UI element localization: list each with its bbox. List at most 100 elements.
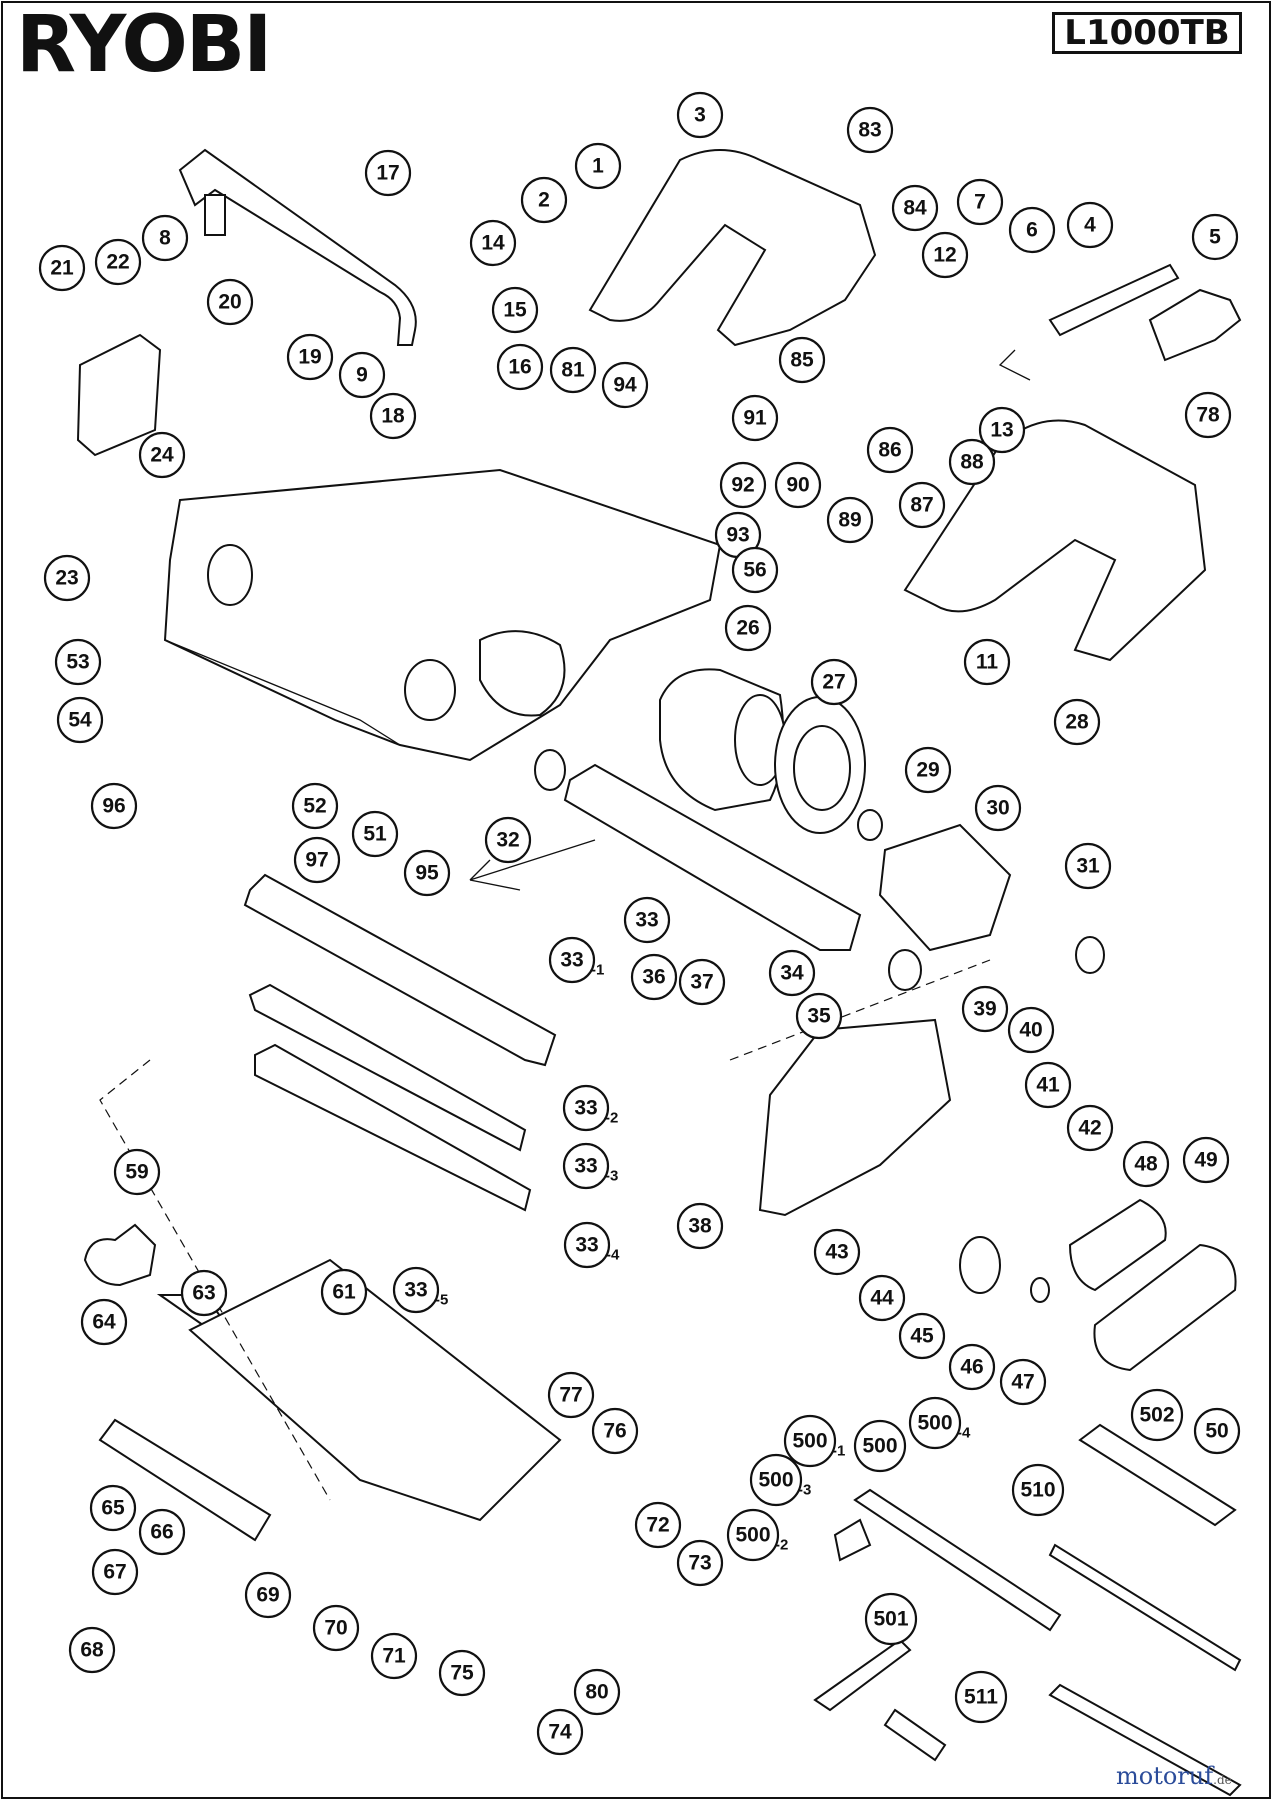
callout-circle bbox=[963, 638, 1011, 686]
callout-33-2: 33-2 bbox=[562, 1084, 618, 1132]
callout-circle bbox=[338, 351, 386, 399]
callout-33: 33 bbox=[623, 896, 671, 944]
callout-20: 20 bbox=[206, 278, 254, 326]
callout-number: 74 bbox=[548, 1721, 572, 1744]
callout-93: 93 bbox=[714, 511, 762, 559]
callout-number: 85 bbox=[790, 349, 814, 372]
callout-circle bbox=[392, 1266, 440, 1314]
callout-number: 500 bbox=[917, 1412, 952, 1435]
callout-15: 15 bbox=[491, 286, 539, 334]
callout-circle bbox=[898, 1312, 946, 1360]
callout-number: 30 bbox=[986, 797, 1009, 820]
callout-33-4: 33-4 bbox=[563, 1221, 620, 1269]
callout-circle bbox=[783, 1414, 837, 1468]
callout-circle bbox=[56, 696, 104, 744]
callout-number: 8 bbox=[159, 227, 171, 250]
callout-circle bbox=[676, 1202, 724, 1250]
callout-circle bbox=[908, 1396, 962, 1450]
callout-circle bbox=[369, 392, 417, 440]
callout-number: 17 bbox=[376, 162, 399, 185]
callout-number: 61 bbox=[332, 1281, 356, 1304]
callout-number: 41 bbox=[1036, 1074, 1060, 1097]
callout-500-2: 500-2 bbox=[726, 1508, 788, 1562]
top-cover-drawing bbox=[588, 149, 877, 347]
callout-number: 19 bbox=[298, 346, 321, 369]
callout-11: 11 bbox=[963, 638, 1011, 686]
callout-95: 95 bbox=[403, 849, 451, 897]
callout-number: 27 bbox=[822, 671, 845, 694]
callout-circle bbox=[978, 406, 1026, 454]
callout-circle bbox=[573, 1668, 621, 1716]
callout-number: 7 bbox=[974, 191, 986, 214]
callout-96: 96 bbox=[90, 782, 138, 830]
callout-suffix: -3 bbox=[605, 1168, 618, 1185]
callout-46: 46 bbox=[948, 1343, 996, 1391]
callout-circle bbox=[898, 481, 946, 529]
callout-circle bbox=[853, 1419, 907, 1473]
callout-89: 89 bbox=[826, 496, 874, 544]
callout-24: 24 bbox=[138, 431, 186, 479]
callout-number: 13 bbox=[990, 419, 1013, 442]
callout-circle bbox=[891, 184, 939, 232]
callout-circle bbox=[731, 546, 779, 594]
blade-drawing bbox=[1048, 1543, 1242, 1672]
callout-circle bbox=[676, 91, 724, 139]
drum-assembly-drawing bbox=[243, 873, 557, 1212]
callout-number: 37 bbox=[690, 971, 713, 994]
callout-number: 91 bbox=[743, 407, 767, 430]
callout-19: 19 bbox=[286, 333, 334, 381]
callout-circle bbox=[864, 1592, 918, 1646]
callout-number: 28 bbox=[1065, 711, 1089, 734]
callout-510: 510 bbox=[1011, 1463, 1065, 1517]
callout-73: 73 bbox=[676, 1539, 724, 1587]
callout-circle bbox=[491, 286, 539, 334]
callout-number: 95 bbox=[415, 862, 439, 885]
callout-number: 5 bbox=[1209, 226, 1221, 249]
callout-circle bbox=[749, 1453, 803, 1507]
callout-number: 32 bbox=[496, 829, 519, 852]
callout-28: 28 bbox=[1053, 698, 1101, 746]
callout-circle bbox=[1191, 213, 1239, 261]
callout-number: 20 bbox=[218, 291, 241, 314]
callout-circle bbox=[403, 849, 451, 897]
callout-circle bbox=[826, 496, 874, 544]
power-cord-drawing bbox=[998, 263, 1242, 381]
callout-circle bbox=[634, 1501, 682, 1549]
base-shoe-drawing bbox=[98, 1258, 562, 1542]
callout-number: 2 bbox=[538, 189, 550, 212]
callout-number: 54 bbox=[68, 709, 92, 732]
callout-number: 66 bbox=[150, 1521, 173, 1544]
callout-suffix: -3 bbox=[798, 1482, 811, 1499]
callout-number: 33 bbox=[574, 1097, 597, 1120]
callout-number: 500 bbox=[792, 1430, 827, 1453]
callout-number: 500 bbox=[862, 1435, 897, 1458]
callout-circle bbox=[138, 1508, 186, 1556]
callout-number: 14 bbox=[481, 232, 505, 255]
callout-number: 47 bbox=[1011, 1371, 1034, 1394]
callout-number: 15 bbox=[503, 299, 527, 322]
callout-number: 65 bbox=[101, 1497, 125, 1520]
callout-9: 9 bbox=[338, 351, 386, 399]
callout-88: 88 bbox=[948, 438, 996, 486]
callout-23: 23 bbox=[43, 554, 91, 602]
callout-circle bbox=[904, 746, 952, 794]
callout-78: 78 bbox=[1184, 391, 1232, 439]
bearing-plate-drawing bbox=[774, 696, 866, 834]
callout-circle bbox=[778, 336, 826, 384]
callout-27: 27 bbox=[810, 658, 858, 706]
callout-number: 53 bbox=[66, 651, 89, 674]
callout-18: 18 bbox=[369, 392, 417, 440]
callout-circle bbox=[38, 244, 86, 292]
callout-49: 49 bbox=[1182, 1136, 1230, 1184]
callout-number: 43 bbox=[825, 1241, 848, 1264]
callout-number: 83 bbox=[858, 119, 881, 142]
callout-number: 38 bbox=[688, 1215, 712, 1238]
callout-suffix: -5 bbox=[435, 1292, 448, 1309]
callout-circle bbox=[1011, 1463, 1065, 1517]
callout-number: 500 bbox=[758, 1469, 793, 1492]
callout-21: 21 bbox=[38, 244, 86, 292]
callout-circle bbox=[719, 461, 767, 509]
callout-circle bbox=[484, 816, 532, 864]
callout-76: 76 bbox=[591, 1407, 639, 1455]
callout-8: 8 bbox=[141, 214, 189, 262]
